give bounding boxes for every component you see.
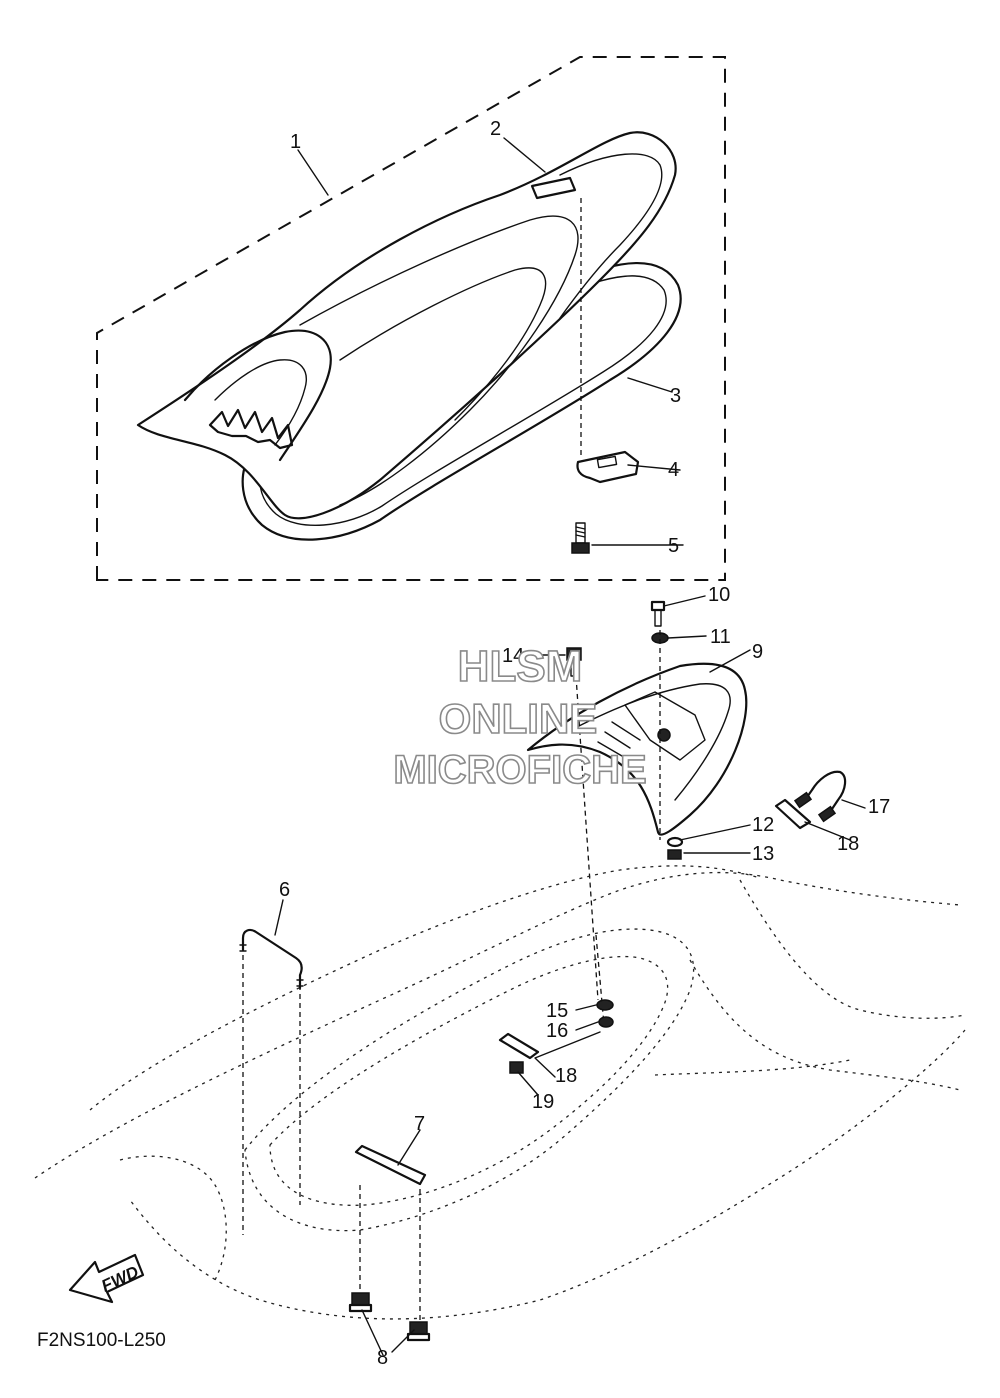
leader-lines [274, 137, 866, 1356]
seat-cushion-groove-inner [339, 267, 547, 421]
rear-cover-centerline-b [575, 675, 599, 1001]
deck-centerline-e [595, 934, 605, 1026]
handle-6 [239, 928, 304, 990]
callout-17: 17 [868, 796, 890, 818]
callout-18-lower: 18 [555, 1065, 577, 1087]
nut-16 [598, 1016, 614, 1028]
rear-cover-ribs [597, 721, 641, 757]
washer-12 [666, 836, 684, 848]
callout-18-upper: 18 [837, 833, 859, 855]
callout-5: 5 [668, 535, 679, 557]
nut-13 [667, 849, 682, 860]
callout-4: 4 [668, 459, 679, 481]
callout-19: 19 [532, 1091, 554, 1113]
callout-10: 10 [708, 584, 730, 606]
u-bolt-17 [803, 770, 847, 814]
callout-8: 8 [377, 1347, 388, 1369]
callout-12: 12 [752, 814, 774, 836]
washer-15 [596, 999, 614, 1011]
seat-well-inner [269, 955, 669, 1206]
seat-cushion-right-rail [559, 153, 663, 319]
seat-assembly-boundary [96, 56, 726, 581]
nut-19 [509, 1061, 524, 1074]
callout-2: 2 [490, 118, 501, 140]
callout-3: 3 [670, 385, 681, 407]
callout-13: 13 [752, 843, 774, 865]
seat-velcro-strip [208, 408, 294, 450]
rear-cover-shell [526, 662, 748, 836]
hull-deck-top [89, 865, 761, 1111]
diagram-code: F2NS100-L250 [37, 1330, 166, 1351]
watermark-line-1: HLSM [458, 642, 583, 691]
forward-direction-arrow: FWD [68, 1253, 145, 1304]
callout-6: 6 [279, 879, 290, 901]
hull-right-side [654, 879, 966, 1091]
tow-plate-18-lower [498, 1032, 540, 1060]
seat-cushion-groove-outer [299, 215, 579, 506]
watermark-line-3: MICROFICHE [393, 748, 646, 792]
grommet-8a [348, 1292, 373, 1313]
tow-plate-18 [774, 798, 812, 830]
rear-cover-mount [657, 728, 671, 742]
callout-9: 9 [752, 641, 763, 663]
seat-rear-inner [214, 359, 307, 446]
watermark-line-2: ONLINE [439, 695, 598, 742]
hull-outline [34, 871, 966, 1320]
seat-well-outer [244, 928, 695, 1232]
hull-deck-drawing [34, 865, 966, 1320]
watermark: HLSM ONLINE MICROFICHE [393, 641, 648, 793]
hull-rear-step [119, 1155, 227, 1281]
seat-tag-label [530, 176, 577, 200]
callout-11: 11 [710, 626, 731, 648]
screw-14 [566, 647, 582, 677]
callout-15: 15 [546, 1000, 568, 1022]
seat-rear-opening [183, 329, 332, 462]
tow-eye-drawing [774, 770, 847, 830]
seat-drawing [136, 131, 682, 554]
rear-cover-recess [624, 691, 706, 761]
bolt-10 [650, 600, 666, 627]
u-bolt-17-end-a [793, 791, 813, 809]
strap-bracket-7 [354, 1144, 427, 1186]
rear-cover-drawing [526, 600, 748, 1001]
callout-16: 16 [546, 1020, 568, 1042]
grommet-8b [406, 1321, 431, 1342]
seat-catch-bracket [576, 450, 640, 484]
seat-bolt [571, 522, 590, 554]
callout-7: 7 [414, 1113, 425, 1135]
seat-catch-slot [596, 455, 618, 469]
callout-1: 1 [290, 131, 301, 153]
u-bolt-17-end-b [817, 805, 837, 823]
callout-14: 14 [502, 645, 524, 667]
